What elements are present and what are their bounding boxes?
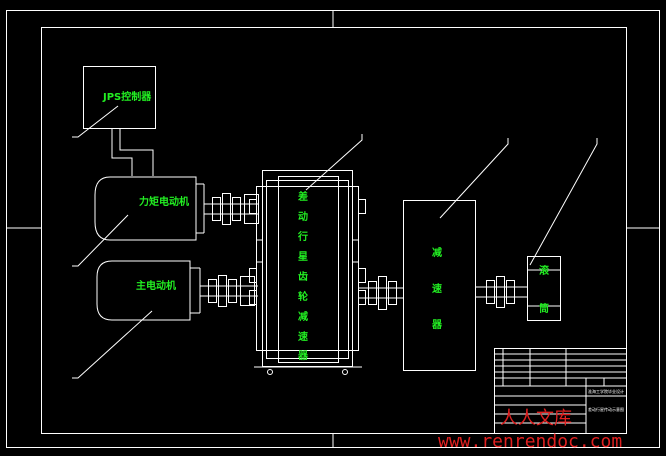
title-block <box>494 348 627 434</box>
svg-text:器: 器 <box>431 319 443 331</box>
torque-motor-label: 力矩电动机 <box>139 195 189 208</box>
svg-text:速: 速 <box>298 330 308 343</box>
lower-coupling-right <box>228 279 237 303</box>
planetary-reducer-label: 差 动 行 星 齿 轮 减 速 器 <box>297 190 309 362</box>
title-block-school: 淮海工学院毕业设计 <box>588 388 624 394</box>
upper-coupling-left <box>212 197 221 221</box>
outer-frame <box>6 10 660 448</box>
leader-controller <box>72 105 119 138</box>
leader-reducer <box>439 138 509 219</box>
svg-text:减: 减 <box>298 310 308 323</box>
svg-text:差: 差 <box>298 190 308 203</box>
leader-main-motor <box>72 310 153 379</box>
svg-text:筒: 筒 <box>539 302 549 315</box>
lower-coupling-mid <box>218 275 227 307</box>
main-motor-body <box>96 260 191 321</box>
svg-text:动: 动 <box>298 210 308 223</box>
controller-cable-1 <box>111 128 133 176</box>
svg-text:齿: 齿 <box>298 270 308 283</box>
lower-coupling-left <box>208 279 217 303</box>
watermark-url: www.renrendoc.com <box>438 431 622 452</box>
watermark-chinese: 人人文库 <box>500 408 572 429</box>
leader-planetary-reducer <box>305 134 363 191</box>
drum-box <box>527 256 561 321</box>
svg-text:速: 速 <box>432 282 442 295</box>
jps-controller-label: JPS控制器 <box>102 90 152 103</box>
upper-coupling-mid <box>222 193 231 225</box>
reducer-label: 减 速 器 <box>431 246 443 331</box>
title-block-drawing-name: 差动行星传动示意图 <box>588 406 624 412</box>
inner-frame <box>41 27 627 434</box>
svg-text:滚: 滚 <box>539 264 550 277</box>
reducer-box <box>403 200 476 371</box>
leader-torque-motor <box>72 214 129 267</box>
main-motor-label: 主电动机 <box>136 279 176 292</box>
svg-text:减: 减 <box>432 246 442 259</box>
svg-text:器: 器 <box>297 350 309 362</box>
svg-text:星: 星 <box>298 251 308 263</box>
svg-text:行: 行 <box>297 230 308 243</box>
controller-cable-2 <box>119 128 154 176</box>
leader-drum <box>529 138 598 266</box>
svg-text:轮: 轮 <box>298 290 308 303</box>
drum-label: 滚 筒 <box>539 264 550 315</box>
upper-coupling-right <box>232 197 241 221</box>
torque-motor-body <box>94 176 197 241</box>
